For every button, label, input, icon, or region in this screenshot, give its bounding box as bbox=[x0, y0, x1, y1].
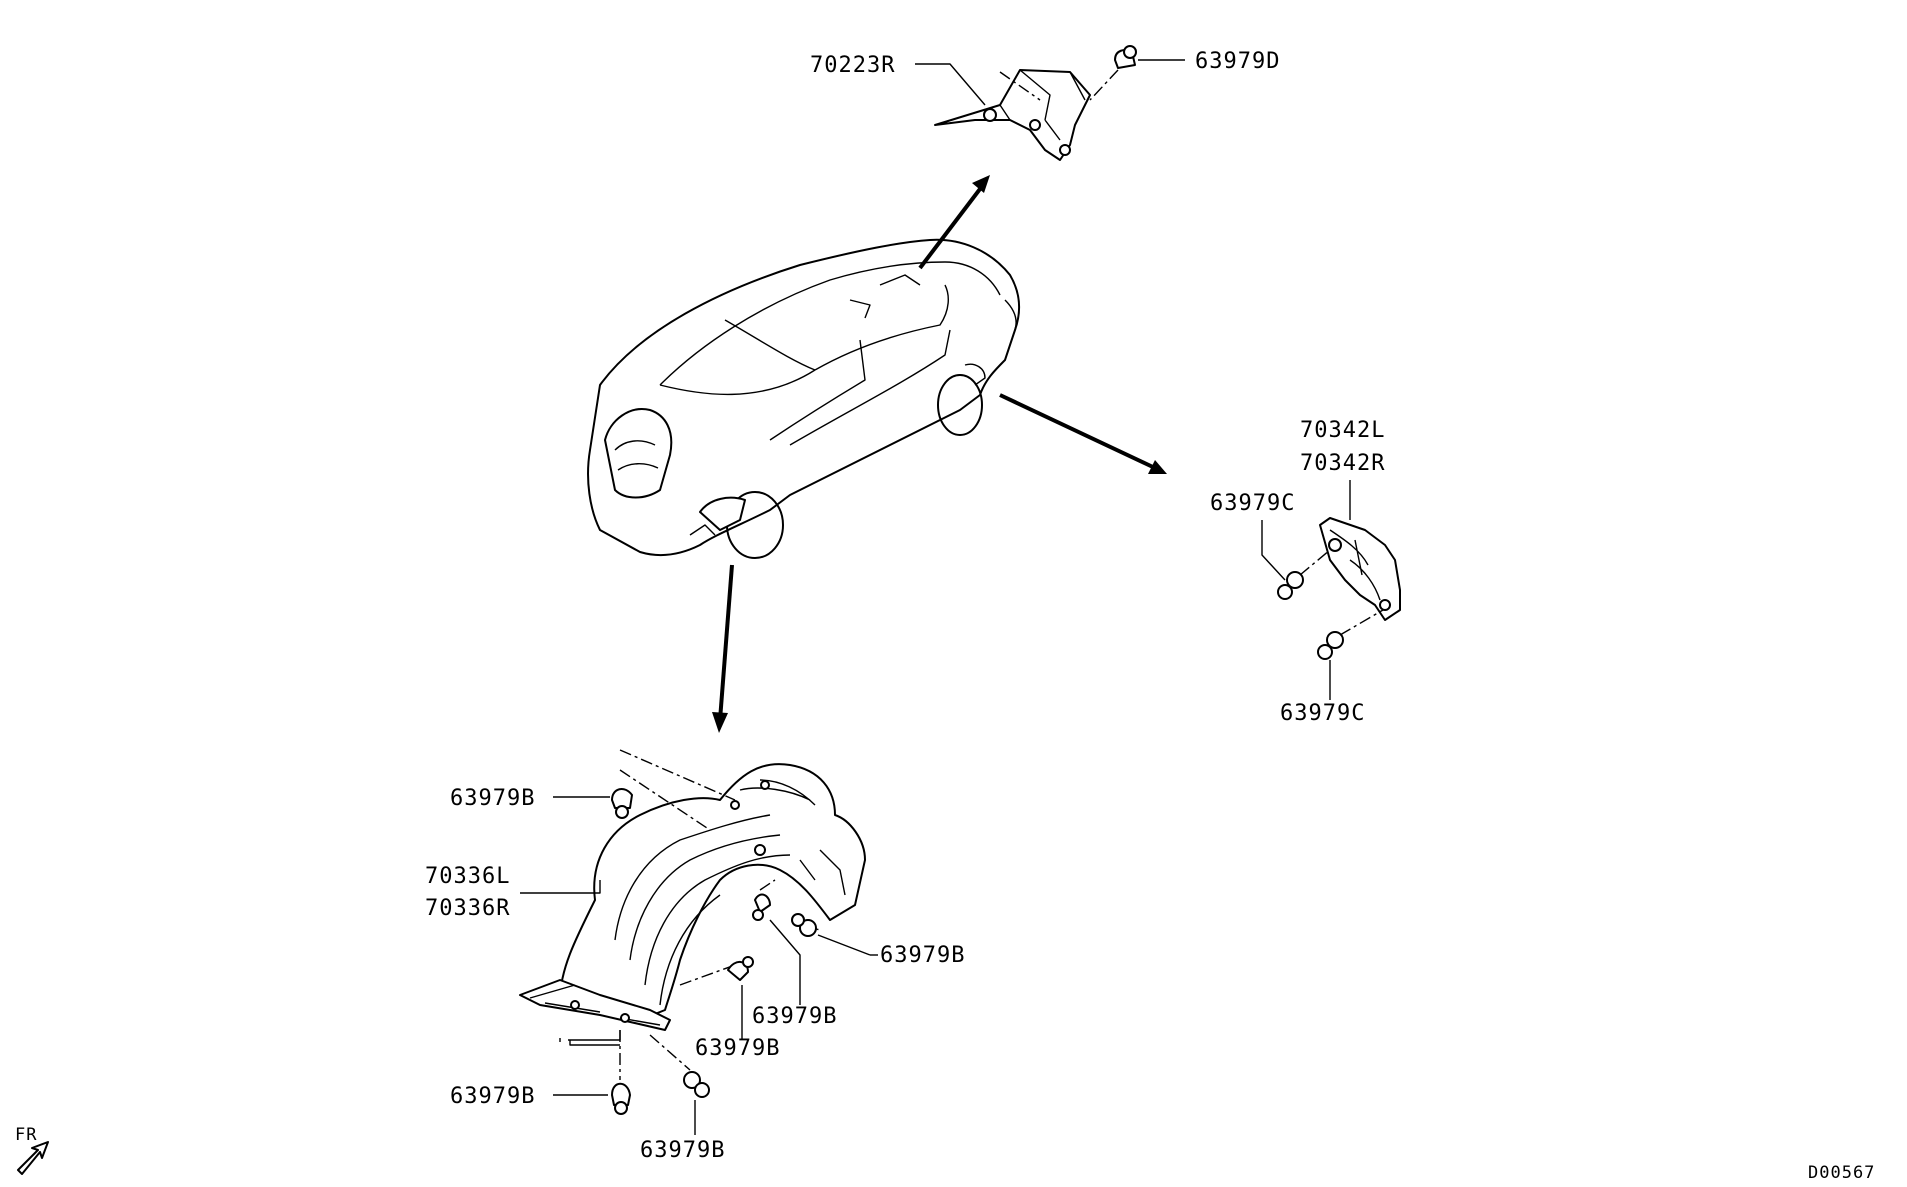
drawing-code: D00567 bbox=[1808, 1163, 1875, 1183]
label-63979b-top: 63979B bbox=[450, 786, 535, 811]
front-direction-arrow-icon bbox=[17, 1141, 49, 1175]
clip-63979b-middle-b-icon bbox=[727, 956, 754, 981]
clip-63979d-icon bbox=[1114, 45, 1137, 69]
label-70336r: 70336R bbox=[425, 896, 510, 921]
clip-63979b-bottom-left-icon bbox=[611, 1082, 631, 1115]
clip-63979b-top-icon bbox=[611, 788, 633, 819]
label-70342l: 70342L bbox=[1300, 418, 1385, 443]
clip-63979b-right-icon bbox=[791, 913, 817, 937]
clip-63979c-lower-icon bbox=[1317, 631, 1344, 660]
clip-63979b-middle-a-icon bbox=[752, 893, 771, 921]
front-wheel-liner-assembly bbox=[519, 749, 878, 1135]
label-63979c-lower: 63979C bbox=[1280, 701, 1365, 726]
label-63979d: 63979D bbox=[1195, 49, 1280, 74]
label-70336l: 70336L bbox=[425, 864, 510, 889]
callout-arrows bbox=[712, 175, 1167, 733]
clip-63979c-upper-icon bbox=[1277, 571, 1304, 600]
label-70342r: 70342R bbox=[1300, 451, 1385, 476]
rear-trim-assembly bbox=[915, 45, 1185, 161]
label-63979b-bottom-right: 63979B bbox=[640, 1138, 725, 1163]
label-63979b-middle-a: 63979B bbox=[752, 1004, 837, 1029]
label-63979b-middle-b: 63979B bbox=[695, 1036, 780, 1061]
splash-shield-assembly bbox=[1261, 480, 1401, 700]
clip-63979b-bottom-right-icon bbox=[683, 1071, 710, 1098]
direction-label: FR bbox=[15, 1125, 37, 1145]
label-63979b-bottom-left: 63979B bbox=[450, 1084, 535, 1109]
label-70223r: 70223R bbox=[810, 53, 895, 78]
label-63979b-right: 63979B bbox=[880, 943, 965, 968]
label-63979c-upper: 63979C bbox=[1210, 491, 1295, 516]
car-body-illustration bbox=[587, 238, 1021, 559]
